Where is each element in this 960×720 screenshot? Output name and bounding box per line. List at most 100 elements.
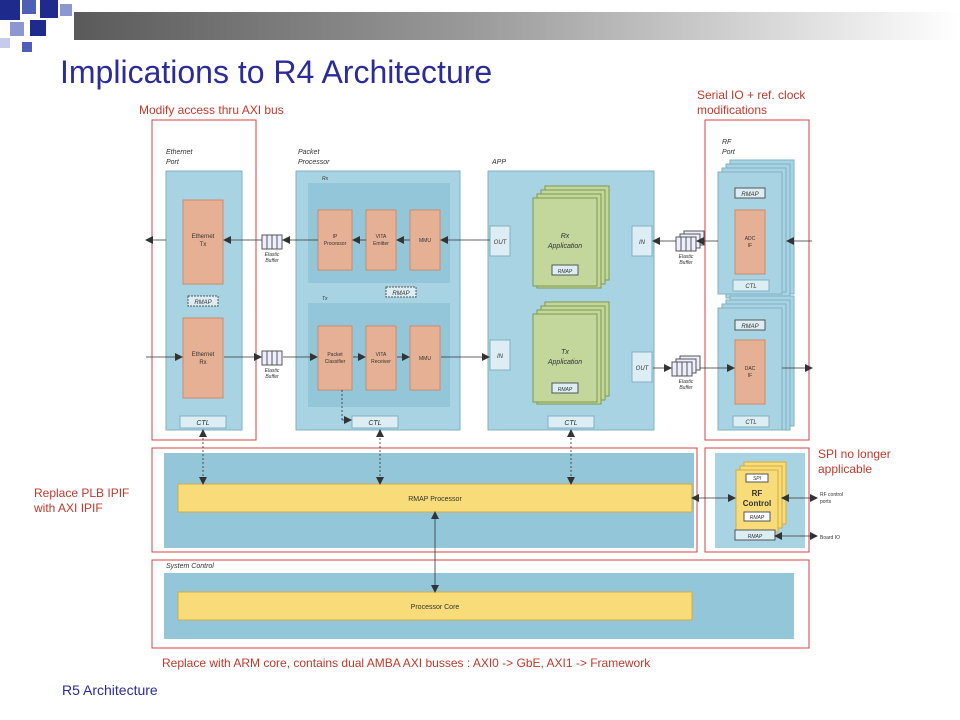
rf-control-block: SPI RF Control RMAP RMAP RF control port… — [715, 453, 843, 548]
vita-receiver-block — [365, 325, 397, 391]
processor-core-block — [177, 591, 693, 621]
elastic-buffer-right-top: Elastic Buffer — [675, 230, 705, 266]
connections — [145, 236, 818, 593]
svg-text:Processor Core: Processor Core — [411, 604, 460, 611]
ip-processor-block — [317, 209, 353, 271]
note-replace-plb-line2: with AXI IPIF — [34, 501, 103, 515]
svg-text:Buffer: Buffer — [679, 260, 693, 266]
svg-text:IN: IN — [639, 240, 646, 246]
elastic-buffer-right-bottom: Elastic Buffer — [671, 355, 701, 391]
svg-text:RMAP: RMAP — [748, 534, 763, 540]
packet-processor-label-2: Processor — [298, 159, 330, 166]
slide-title: Implications to R4 Architecture — [60, 54, 493, 90]
svg-text:OUT: OUT — [636, 366, 650, 372]
rf-port-block: RF Port RMAP ADC IF CTL RMAP DAC IF CTL — [717, 139, 795, 431]
note-serial-io-line1: Serial IO + ref. clock — [697, 88, 806, 102]
rmap-processor-block — [177, 483, 693, 513]
ethernet-port-label-1: Ethernet — [166, 149, 194, 156]
mmu-bottom-block — [409, 325, 441, 391]
note-spi: SPI no longer applicable — [818, 447, 891, 477]
svg-text:IF: IF — [748, 373, 752, 379]
svg-text:CTL: CTL — [564, 420, 577, 427]
svg-text:DAC: DAC — [745, 366, 756, 372]
svg-text:IP: IP — [333, 234, 338, 240]
corner-decoration — [0, 0, 80, 60]
svg-text:System Control: System Control — [166, 563, 214, 570]
packet-processor-block: Packet Processor Rx IP Processor VITA Em… — [295, 149, 461, 431]
note-serial-io: Serial IO + ref. clock modifications — [697, 88, 805, 118]
packet-classifier-block — [317, 325, 353, 391]
svg-text:Elastic: Elastic — [679, 379, 694, 385]
svg-text:CTL: CTL — [745, 284, 756, 290]
note-replace-plb: Replace PLB IPIF with AXI IPIF — [34, 486, 129, 516]
svg-text:Elastic: Elastic — [679, 254, 694, 260]
svg-text:Elastic: Elastic — [265, 368, 280, 374]
elastic-buffer-left-top: Elastic Buffer — [261, 234, 283, 264]
svg-text:RMAP: RMAP — [741, 192, 758, 198]
svg-text:ports: ports — [820, 499, 832, 505]
svg-text:Processor: Processor — [324, 241, 347, 247]
ethernet-rx-label-2: Rx — [199, 360, 206, 366]
ethernet-tx-label-1: Ethernet — [192, 234, 215, 240]
svg-text:Control: Control — [743, 499, 771, 508]
svg-text:CTL: CTL — [368, 420, 381, 427]
svg-text:RMAP Processor: RMAP Processor — [408, 496, 462, 503]
svg-text:Buffer: Buffer — [679, 385, 693, 391]
slide-footer: R5 Architecture — [62, 682, 158, 698]
ethernet-tx-block — [182, 199, 224, 285]
svg-text:IN: IN — [497, 354, 504, 360]
svg-text:Buffer: Buffer — [265, 258, 279, 264]
svg-text:MMU: MMU — [419, 356, 431, 362]
tx-application-block — [532, 313, 598, 403]
svg-text:Rx: Rx — [561, 233, 570, 240]
rmap-processor-row: RMAP Processor — [164, 453, 694, 548]
note-serial-io-line2: modifications — [697, 103, 768, 117]
svg-text:RF: RF — [722, 139, 732, 146]
svg-text:Elastic: Elastic — [265, 252, 280, 258]
ethernet-port-label-2: Port — [166, 159, 180, 166]
svg-text:Tx: Tx — [561, 349, 569, 356]
dac-if-block — [734, 339, 766, 405]
svg-text:RF control: RF control — [820, 492, 843, 498]
note-modify-access: Modify access thru AXI bus — [139, 103, 284, 117]
ethernet-rx-label-1: Ethernet — [192, 352, 215, 358]
svg-text:MMU: MMU — [419, 238, 431, 244]
app-block: APP OUT IN IN OUT Rx Application RMAP Tx… — [487, 159, 655, 431]
note-replace-plb-line1: Replace PLB IPIF — [34, 486, 130, 500]
svg-text:Application: Application — [547, 359, 582, 366]
svg-text:CTL: CTL — [745, 420, 756, 426]
adc-if-block — [734, 209, 766, 275]
svg-text:RMAP: RMAP — [558, 269, 573, 275]
svg-text:RMAP: RMAP — [392, 291, 409, 297]
svg-text:OUT: OUT — [494, 240, 508, 246]
svg-text:Emitter: Emitter — [373, 241, 389, 247]
svg-text:Rx: Rx — [322, 176, 329, 182]
note-spi-line2: applicable — [818, 462, 873, 476]
svg-text:Tx: Tx — [322, 296, 328, 302]
svg-text:SPI: SPI — [753, 476, 762, 482]
svg-text:ADC: ADC — [745, 236, 756, 242]
packet-processor-label-1: Packet — [298, 149, 320, 156]
svg-text:VITA: VITA — [376, 352, 387, 358]
svg-text:Port: Port — [722, 149, 736, 156]
ethernet-rmap-label: RMAP — [194, 300, 211, 306]
svg-text:VITA: VITA — [376, 234, 387, 240]
svg-text:Application: Application — [547, 243, 582, 250]
header-gradient-bar — [74, 12, 960, 40]
svg-text:RMAP: RMAP — [558, 387, 573, 393]
svg-text:RMAP: RMAP — [750, 515, 765, 521]
svg-text:Classifier: Classifier — [325, 359, 346, 365]
svg-text:IF: IF — [748, 243, 752, 249]
vita-emitter-block — [365, 209, 397, 271]
svg-text:Buffer: Buffer — [265, 374, 279, 380]
svg-text:RMAP: RMAP — [741, 324, 758, 330]
svg-text:APP: APP — [491, 159, 506, 166]
elastic-buffer-left-bottom: Elastic Buffer — [261, 350, 283, 380]
svg-text:RF: RF — [752, 489, 763, 498]
highlight-system-control — [151, 559, 810, 649]
ethernet-port-block: Ethernet Port Ethernet Tx RMAP Ethernet … — [165, 149, 243, 431]
ethernet-ctl-label: CTL — [196, 420, 209, 427]
ethernet-tx-label-2: Tx — [200, 242, 207, 248]
ethernet-rx-block — [182, 317, 224, 399]
